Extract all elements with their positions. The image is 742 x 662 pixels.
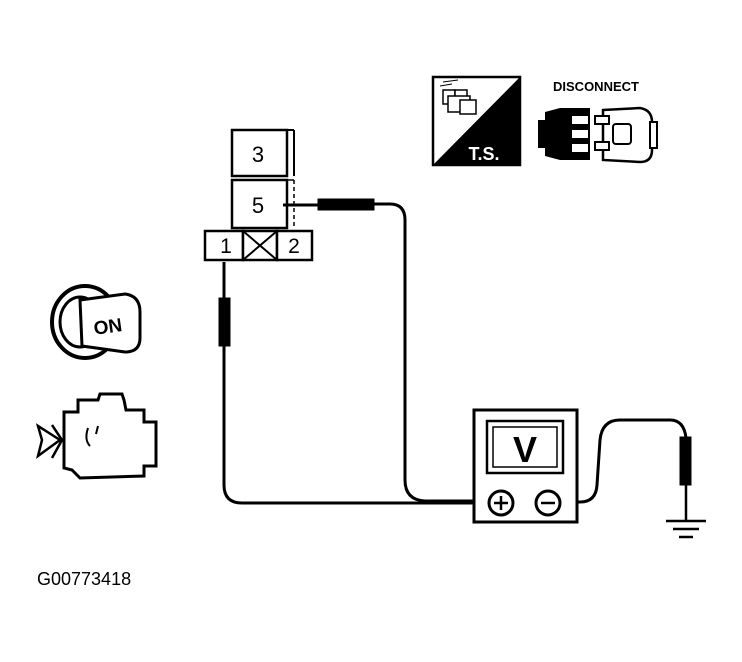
ignition-key-label: ON: [92, 315, 123, 340]
wire-pin1-to-positive: [222, 262, 488, 505]
test-connector-icon: T.S.: [431, 75, 522, 167]
ts-label: T.S.: [468, 144, 499, 164]
probe-wires: [218, 198, 692, 520]
probe-pin1: [218, 297, 231, 347]
probe-pin5: [317, 198, 375, 211]
pin-1-label: 1: [220, 235, 232, 258]
connector: 3 5 1 2: [203, 128, 314, 262]
ignition-key-icon: ON: [50, 284, 142, 360]
disconnect-label: DISCONNECT: [553, 79, 639, 94]
pin-3-cell: [230, 128, 289, 178]
voltmeter-display: [485, 419, 565, 475]
voltmeter: V: [472, 408, 579, 524]
pin-1-cell: [203, 229, 245, 262]
figure-id-label: G00773418: [37, 569, 131, 589]
probe-ground: [679, 436, 692, 486]
voltmeter-unit-label: V: [513, 429, 537, 470]
pin-2-cell: [275, 229, 314, 262]
disconnect-connector-icon: DISCONNECT: [538, 79, 658, 164]
pin-3-label: 3: [252, 142, 264, 167]
wire-negative-to-ground: [560, 418, 688, 504]
ground-icon: [666, 519, 706, 539]
pin-5-label: 5: [252, 193, 264, 218]
engine-off-icon: [35, 392, 158, 480]
pin-2-label: 2: [288, 235, 300, 258]
wire-pin5-to-positive: [283, 202, 488, 503]
